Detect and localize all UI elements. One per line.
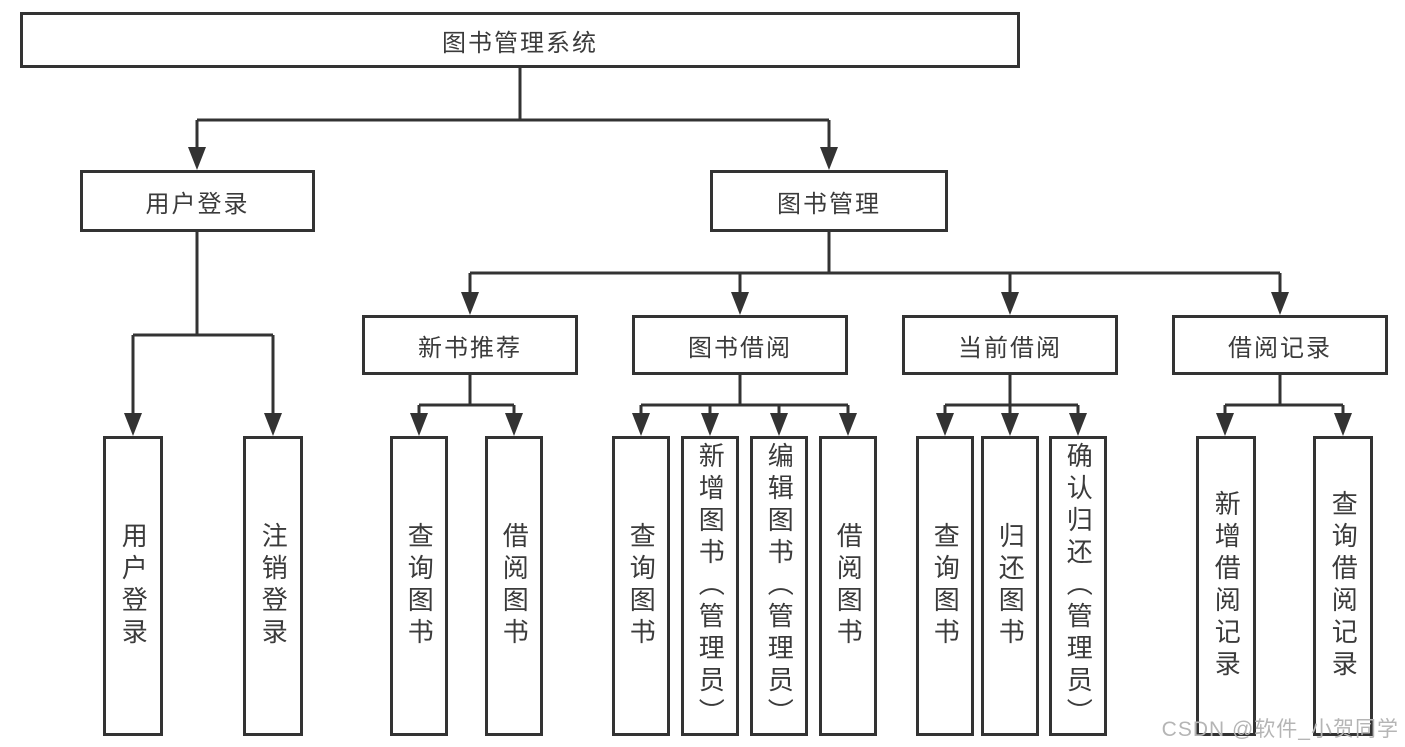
- leaf-query-books-current: 查询图书: [916, 436, 974, 736]
- node-label: 用户登录: [145, 190, 250, 218]
- node-label: 新书推荐: [418, 334, 522, 362]
- leaf-label: 注销登录: [258, 522, 289, 650]
- leaf-add-book-admin: 新增图书（管理员）: [681, 436, 739, 736]
- leaf-add-borrow-record: 新增借阅记录: [1196, 436, 1256, 736]
- leaf-label: 借阅图书: [833, 522, 864, 650]
- leaf-label: 查询图书: [930, 522, 961, 650]
- leaf-label: 新增图书（管理员）: [695, 442, 726, 730]
- leaf-label: 归还图书: [995, 522, 1026, 650]
- leaf-label: 查询图书: [626, 522, 657, 650]
- node-new-book-recommend: 新书推荐: [362, 315, 578, 375]
- node-label: 借阅记录: [1228, 334, 1332, 362]
- leaf-query-books-recommend: 查询图书: [390, 436, 448, 736]
- leaf-return-book: 归还图书: [981, 436, 1039, 736]
- node-library-management-system: 图书管理系统: [20, 12, 1020, 68]
- leaf-label: 查询图书: [404, 522, 435, 650]
- node-label: 当前借阅: [958, 334, 1062, 362]
- leaf-borrow-books-recommend: 借阅图书: [485, 436, 543, 736]
- leaf-user-login: 用户登录: [103, 436, 163, 736]
- node-label: 图书管理系统: [442, 29, 598, 57]
- leaf-logout: 注销登录: [243, 436, 303, 736]
- leaf-query-borrow-record: 查询借阅记录: [1313, 436, 1373, 736]
- leaf-label: 查询借阅记录: [1328, 490, 1359, 682]
- leaf-confirm-return-admin: 确认归还（管理员）: [1049, 436, 1107, 736]
- leaf-query-books-borrowing: 查询图书: [612, 436, 670, 736]
- node-book-management: 图书管理: [710, 170, 948, 232]
- leaf-label: 新增借阅记录: [1211, 490, 1242, 682]
- leaf-borrow-books-borrowing: 借阅图书: [819, 436, 877, 736]
- node-label: 图书管理: [777, 190, 881, 218]
- leaf-label: 用户登录: [118, 522, 149, 650]
- node-current-borrowing: 当前借阅: [902, 315, 1118, 375]
- leaf-label: 确认归还（管理员）: [1063, 442, 1094, 730]
- leaf-label: 借阅图书: [499, 522, 530, 650]
- leaf-edit-book-admin: 编辑图书（管理员）: [750, 436, 808, 736]
- node-borrow-records: 借阅记录: [1172, 315, 1388, 375]
- csdn-watermark: CSDN @软件_小贺同学: [1161, 718, 1399, 741]
- leaf-label: 编辑图书（管理员）: [764, 442, 795, 730]
- node-label: 图书借阅: [688, 334, 792, 362]
- node-book-borrowing: 图书借阅: [632, 315, 848, 375]
- node-user-login: 用户登录: [80, 170, 315, 232]
